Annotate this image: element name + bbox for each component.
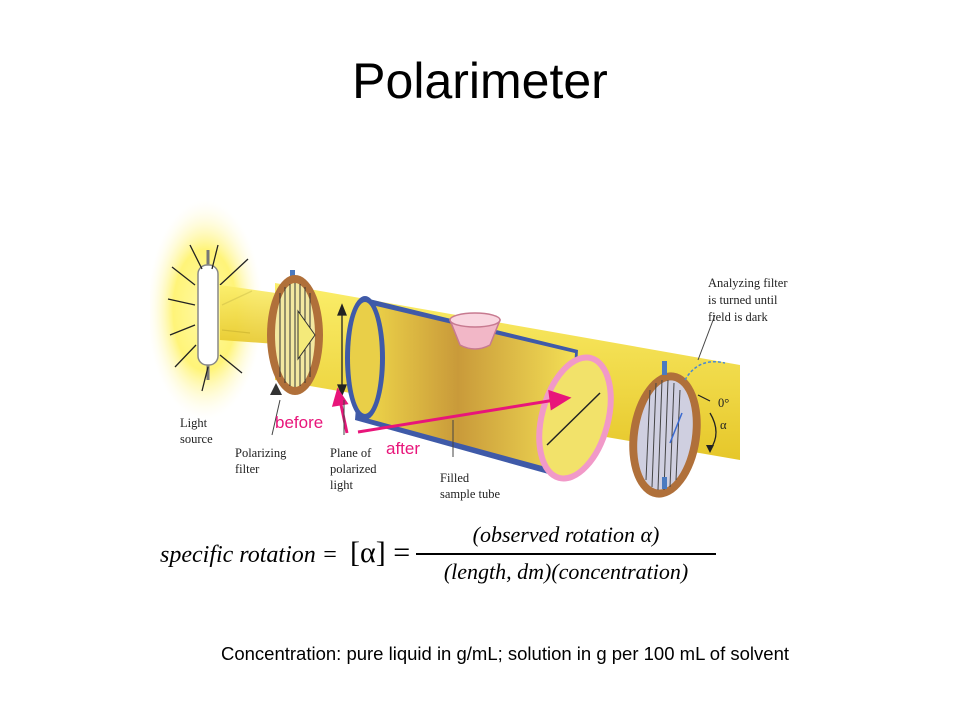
label-before: before xyxy=(275,413,323,432)
formula-bracket: [α] = xyxy=(350,536,411,569)
concentration-note: Concentration: pure liquid in g/mL; solu… xyxy=(220,643,789,664)
label-plane-line3: light xyxy=(330,478,353,492)
sample-tube xyxy=(345,296,578,480)
label-plane-line1: Plane of xyxy=(330,446,372,460)
formula-lhs: specific rotation = xyxy=(160,542,338,568)
slide-title: Polarimeter xyxy=(352,53,608,109)
polarimeter-diagram: Light source Polarizing filter Plane of … xyxy=(150,200,788,501)
formula-denominator: (length, dm)(concentration) xyxy=(443,558,689,584)
label-sample-tube-line1: Filled xyxy=(440,471,470,485)
label-polarizing-filter-line2: filter xyxy=(235,462,260,476)
specific-rotation-formula: specific rotation = [α] = (observed rota… xyxy=(160,522,720,598)
analyzing-filter xyxy=(629,361,726,498)
formula-numerator: (observed rotation α) xyxy=(472,522,660,547)
label-plane-line2: polarized xyxy=(330,462,377,476)
label-light-source-line1: Light xyxy=(180,416,208,430)
polarizing-filter xyxy=(267,270,323,395)
label-after: after xyxy=(386,439,420,458)
tube-end-window xyxy=(536,354,614,482)
rotation-indicator xyxy=(331,387,572,434)
label-sample-tube-line2: sample tube xyxy=(440,487,501,501)
label-analyzing-line2: is turned until xyxy=(708,293,778,307)
formula-fraction: (observed rotation α) (length, dm)(conce… xyxy=(416,522,716,585)
label-analyzing-line1: Analyzing filter xyxy=(708,276,788,290)
label-zero-degree: 0° xyxy=(718,396,729,410)
label-alpha: α xyxy=(720,418,727,432)
polarization-plane-arrow xyxy=(337,303,347,397)
label-polarizing-filter-line1: Polarizing xyxy=(235,446,287,460)
label-analyzing-line3: field is dark xyxy=(708,310,768,324)
fraction-bar xyxy=(416,553,716,555)
label-light-source-line2: source xyxy=(180,432,213,446)
